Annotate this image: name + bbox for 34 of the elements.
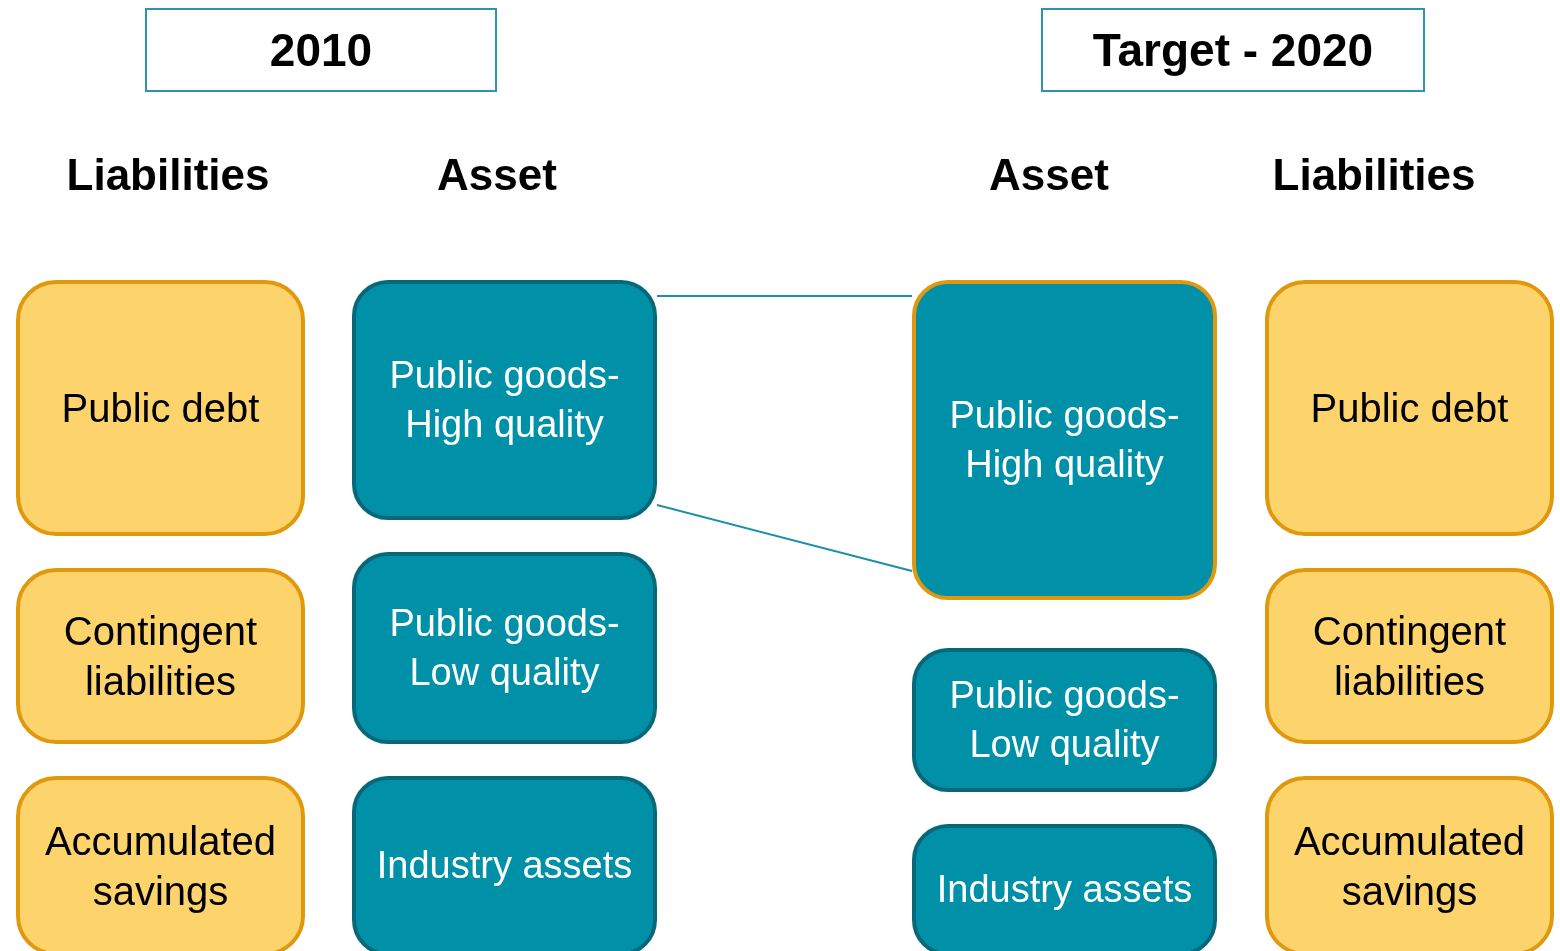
asset-box: [352, 280, 657, 520]
column-heading: Asset: [437, 150, 557, 200]
box-label: Accumulated savings: [43, 818, 278, 915]
box-label: Public debt: [1310, 385, 1509, 432]
year-heading: Target - 2020: [1092, 23, 1374, 77]
box-label: Public debt: [61, 385, 260, 432]
box-label: Public goods-Low quality: [388, 600, 621, 695]
year-heading: 2010: [269, 23, 373, 77]
year-box: [145, 8, 497, 92]
connector-line: [656, 295, 913, 297]
asset-box: [352, 552, 657, 744]
liability-box: [16, 776, 305, 951]
liability-box: [1265, 568, 1554, 744]
asset-box: [352, 776, 657, 951]
box-label: Contingent liabilities: [62, 608, 259, 705]
liability-box: [1265, 280, 1554, 536]
box-label: Public goods- Low quality: [948, 672, 1181, 767]
box-label: Contingent liabilities: [1311, 608, 1508, 705]
year-box: [1041, 8, 1425, 92]
liability-box: [1265, 776, 1554, 951]
column-heading: Liabilities: [66, 150, 270, 200]
highlighted-asset-box: [912, 280, 1217, 600]
box-label: Accumulated savings: [1292, 818, 1527, 915]
box-label: Public goods- High quality: [388, 352, 621, 447]
box-label: Industry assets: [376, 843, 633, 889]
box-label: Public goods- High quality: [948, 392, 1181, 487]
asset-box: [912, 824, 1217, 951]
liability-box: [16, 280, 305, 536]
column-heading: Liabilities: [1272, 150, 1476, 200]
connector-line: [656, 504, 913, 572]
box-label: Industry assets: [936, 867, 1193, 913]
column-heading: Asset: [989, 150, 1109, 200]
asset-box: [912, 648, 1217, 792]
liability-box: [16, 568, 305, 744]
